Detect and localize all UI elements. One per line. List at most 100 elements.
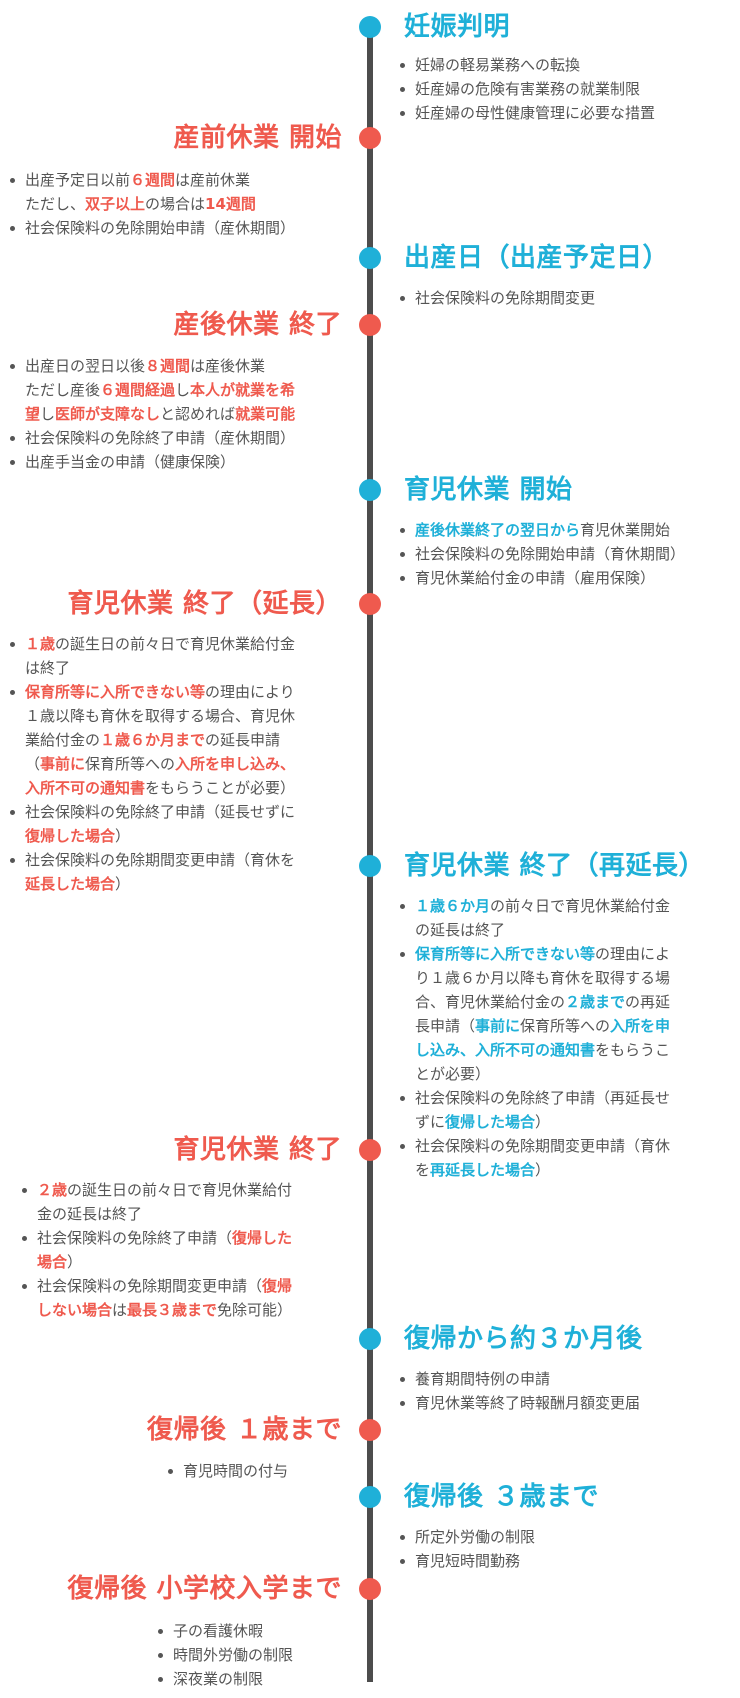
event-title: 復帰後 小学校入学まで [67,1574,342,1604]
item-text: 社会保険料の免除期間変更 [415,289,596,307]
highlight-text: 本人が就業を希望 [25,381,296,423]
item-text: の理由により１歳６か月以降も育休を取得する場合、育児休業給付金の [415,945,671,1011]
list-item: 社会保険料の免除終了申請（延長せずに復帰した場合） [8,800,295,848]
event-title: 妊娠判明 [404,12,511,42]
highlight-text: 事前に [475,1017,521,1035]
list-item: 子の看護休暇 [156,1619,293,1643]
item-text: し [40,405,56,423]
list-item: 育児短時間勤務 [398,1549,535,1573]
list-item: 出産予定日以前６週間は産前休業ただし、双子以上の場合は14週間 [8,168,295,216]
highlight-text: 医師が支障なし [55,405,161,423]
event-item-list: 産後休業終了の翌日から育児休業開始社会保険料の免除開始申請（育休期間） 育児休業給… [398,518,685,590]
highlight-text: 保育所等に入所できない等 [25,683,206,701]
item-text: 育児休業開始 [580,521,671,539]
item-text: 社会保険料の免除期間変更申請（ [37,1277,263,1295]
item-text: ） [535,1113,551,1131]
item-text: と認めれば [160,405,236,423]
list-item: １歳６か月の前々日で育児休業給付金の延長は終了 [398,894,670,942]
item-text: 社会保険料の免除終了申請（再延長せずに [415,1089,671,1131]
item-text: 保育所等への [520,1017,611,1035]
item-text: 育児休業等終了時報酬月額変更届 [415,1394,641,1412]
highlight-text: ８週間 [145,357,191,375]
list-item: 時間外労働の制限 [156,1643,293,1667]
timeline-marker [359,1419,381,1441]
event-title: 産前休業 開始 [173,123,342,153]
item-text: の再延長申請（ [415,993,671,1035]
list-item: 妊婦の軽易業務への転換 [398,53,655,77]
item-text: 保育所等への [85,755,176,773]
highlight-text: 復帰しない場合 [37,1277,293,1319]
item-text: 出産日の翌日以後 [25,357,146,375]
list-item: 社会保険料の免除開始申請（育休期間） [398,542,685,566]
item-text: は [112,1301,128,1319]
timeline-marker [359,1328,381,1350]
list-item: 妊産婦の母性健康管理に必要な措置 [398,101,655,125]
highlight-text: 保育所等に入所できない等 [415,945,596,963]
list-item: 深夜業の制限 [156,1667,293,1691]
list-item: 社会保険料の免除終了申請（再延長せずに復帰した場合） [398,1086,670,1134]
list-item: 養育期間特例の申請 [398,1367,640,1391]
item-text: 社会保険料の免除開始申請（産休期間） [25,219,296,237]
item-text: ） [115,875,131,893]
item-text: 社会保険料の免除終了申請（産休期間） [25,429,296,447]
timeline-marker [359,16,381,38]
item-text: 社会保険料の免除開始申請（育休期間） [415,545,686,563]
list-item: 育児休業給付金の申請（雇用保険） [398,566,685,590]
event-item-list: 子の看護休暇時間外労働の制限深夜業の制限 [156,1619,293,1691]
item-text: の場合は [145,195,206,213]
list-item: 妊産婦の危険有害業務の就業制限 [398,77,655,101]
list-item: 社会保険料の免除開始申請（産休期間） [8,216,295,240]
item-text: 社会保険料の免除終了申請（延長せずに [25,803,296,821]
item-text: 出産手当金の申請（健康保険） [25,453,236,471]
list-item: 所定外労働の制限 [398,1525,535,1549]
event-title: 復帰後 １歳まで [146,1415,342,1445]
highlight-text: ２歳まで [565,993,626,1011]
item-text: ） [67,1253,83,1271]
event-item-list: 所定外労働の制限育児短時間勤務 [398,1525,535,1573]
item-text: 社会保険料の免除期間変更申請（育休を [25,851,296,869]
highlight-text: 復帰した場合 [25,827,116,845]
event-item-list: １歳６か月の前々日で育児休業給付金の延長は終了保育所等に入所できない等の理由によ… [398,894,670,1182]
item-text: 免除可能） [217,1301,293,1319]
event-title: 育児休業 終了（延長） [67,589,342,619]
highlight-text: １歳６か月 [415,897,491,915]
item-text: の誕生日の前々日で育児休業給付金の延長は終了 [37,1181,293,1223]
list-item: ２歳の誕生日の前々日で育児休業給付金の延長は終了 [20,1178,292,1226]
item-text: 育児休業給付金の申請（雇用保険） [415,569,656,587]
highlight-text: 復帰した場合 [445,1113,536,1131]
event-title: 出産日（出産予定日） [404,243,670,273]
list-item: 社会保険料の免除期間変更 [398,286,595,310]
timeline-marker [359,1139,381,1161]
item-text: は産後休業ただし産後 [25,357,266,399]
item-text: 妊産婦の母性健康管理に必要な措置 [415,104,656,122]
highlight-text: 入所を申し込み、入所不可の通知書 [25,755,296,797]
highlight-text: 再延長した場合 [430,1161,536,1179]
event-item-list: ２歳の誕生日の前々日で育児休業給付金の延長は終了社会保険料の免除終了申請（復帰し… [20,1178,292,1322]
highlight-text: ２歳 [37,1181,68,1199]
item-text: ） [115,827,131,845]
item-text: をもらうことが必要） [145,779,296,797]
item-text: 出産予定日以前 [25,171,131,189]
item-text: 養育期間特例の申請 [415,1370,551,1388]
item-text: の前々日で育児休業給付金の延長は終了 [415,897,671,939]
highlight-text: １歳 [25,635,56,653]
event-title: 復帰後 ３歳まで [404,1482,600,1512]
timeline-marker [359,593,381,615]
highlight-text: 産後休業終了の翌日から [415,521,581,539]
item-text: 時間外労働の制限 [173,1646,294,1664]
timeline-marker [359,855,381,877]
item-text: し [175,381,191,399]
highlight-text: 最長３歳まで [127,1301,218,1319]
event-title: 産後休業 終了 [173,310,342,340]
list-item: 社会保険料の免除期間変更申請（復帰しない場合は最長３歳まで免除可能） [20,1274,292,1322]
item-text: 社会保険料の免除期間変更申請（育休を [415,1137,671,1179]
item-text: 妊婦の軽易業務への転換 [415,56,581,74]
list-item: 育児時間の付与 [166,1459,288,1483]
event-item-list: 妊婦の軽易業務への転換妊産婦の危険有害業務の就業制限妊産婦の母性健康管理に必要な… [398,53,655,125]
event-item-list: 養育期間特例の申請育児休業等終了時報酬月額変更届 [398,1367,640,1415]
timeline-marker [359,479,381,501]
item-text: の延長申請（ [25,731,281,773]
highlight-text: 就業可能 [235,405,296,423]
